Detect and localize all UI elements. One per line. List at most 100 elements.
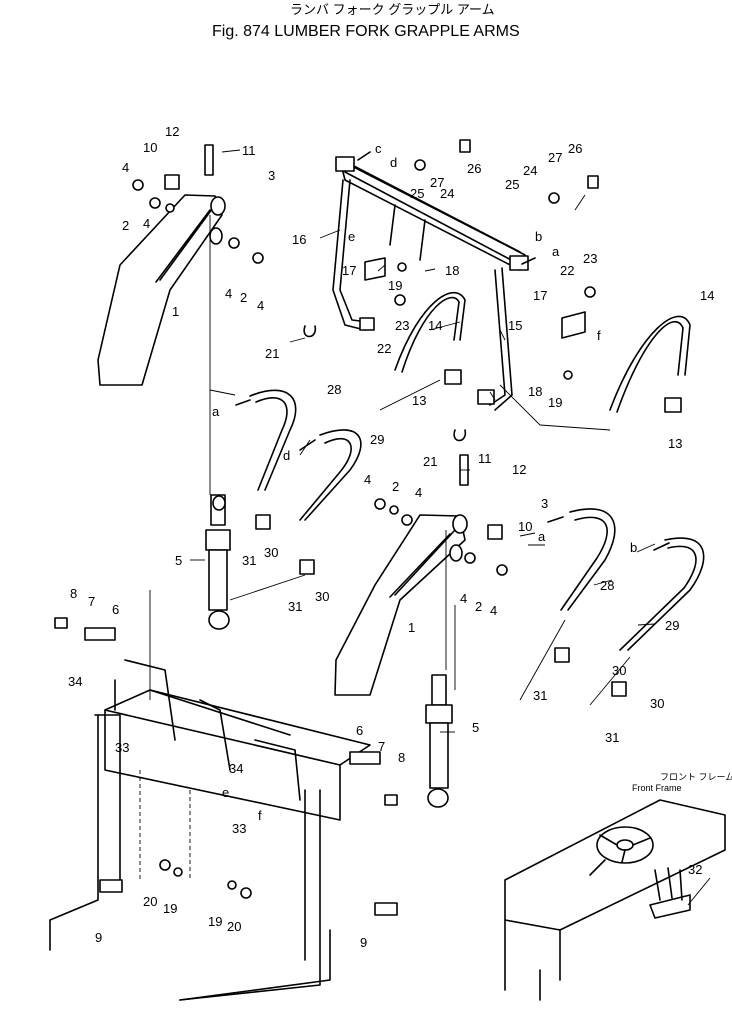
callout: 1 — [408, 620, 415, 635]
figure-title: Fig. 874 LUMBER FORK GRAPPLE ARMS — [212, 23, 520, 40]
callout: 7 — [378, 739, 385, 754]
callout: 4 — [490, 603, 497, 618]
callout: 4 — [225, 286, 232, 301]
callout: d — [390, 155, 397, 170]
callout: 12 — [165, 124, 179, 139]
callout: 22 — [560, 263, 574, 278]
callout: a — [552, 244, 560, 259]
callout: 19 — [163, 901, 177, 916]
callout: 2 — [392, 479, 399, 494]
callout: 19 — [208, 914, 222, 929]
callout: 29 — [370, 432, 384, 447]
callout: 34 — [229, 761, 243, 776]
callout: d — [283, 448, 290, 463]
callout: 31 — [605, 730, 619, 745]
callout: 9 — [95, 930, 102, 945]
callout: 27 — [548, 150, 562, 165]
callout: c — [375, 141, 382, 156]
callout: 10 — [143, 140, 157, 155]
leader-lines — [149, 149, 656, 733]
callout: 13 — [668, 436, 682, 451]
callout: 30 — [612, 663, 626, 678]
callout: b — [535, 229, 542, 244]
callout: 31 — [242, 553, 256, 568]
callout: 19 — [548, 395, 562, 410]
callout: 8 — [398, 750, 405, 765]
callout: 4 — [257, 298, 264, 313]
callout: 30 — [650, 696, 664, 711]
callout: 3 — [541, 496, 548, 511]
callout: 24 — [523, 163, 537, 178]
callout: 2 — [240, 290, 247, 305]
callout: 4 — [143, 216, 150, 231]
right-grapple-arm — [334, 514, 468, 696]
callout: 30 — [264, 545, 278, 560]
callout: 2 — [475, 599, 482, 614]
callout: 15 — [508, 318, 522, 333]
callout: f — [597, 328, 601, 343]
callout: 18 — [528, 384, 542, 399]
callout: 9 — [360, 935, 367, 950]
callout: 31 — [533, 688, 547, 703]
callout: 32 — [688, 862, 702, 877]
callout: a — [538, 529, 546, 544]
callout: 2 — [122, 218, 129, 233]
pins-fasteners — [54, 139, 599, 916]
callout-labels: 12 10 11 4 3 2 4 16 4 2 4 1 c d 26 27 25… — [68, 124, 714, 950]
callout: 20 — [227, 919, 241, 934]
hydraulic-pipe-frame — [332, 156, 529, 411]
connection-arrows — [235, 151, 670, 551]
callout: 21 — [423, 454, 437, 469]
callout: 30 — [315, 589, 329, 604]
callout: 20 — [143, 894, 157, 909]
fork-carriage — [49, 659, 371, 1001]
callout: 26 — [568, 141, 582, 156]
callout: 10 — [518, 519, 532, 534]
callout: 12 — [512, 462, 526, 477]
callout: 22 — [377, 341, 391, 356]
callout: e — [222, 785, 229, 800]
callout: 4 — [415, 485, 422, 500]
callout: 29 — [665, 618, 679, 633]
callout: 11 — [242, 143, 256, 158]
callout: 8 — [70, 586, 77, 601]
callout: 34 — [68, 674, 82, 689]
hydraulic-hoses — [249, 291, 705, 651]
callout: 3 — [268, 168, 275, 183]
inset-label-en: Front Frame — [632, 783, 682, 793]
callout: 5 — [175, 553, 182, 568]
callout: 33 — [115, 740, 129, 755]
callout: 6 — [112, 602, 119, 617]
callout: 28 — [327, 382, 341, 397]
left-hydraulic-cylinder — [205, 215, 231, 630]
callout: 14 — [700, 288, 714, 303]
right-hydraulic-cylinder — [425, 530, 453, 808]
callout: a — [212, 404, 220, 419]
callout: 25 — [410, 186, 424, 201]
callout: 5 — [472, 720, 479, 735]
callout: b — [630, 540, 637, 555]
callout: 16 — [292, 232, 306, 247]
callout: 24 — [440, 186, 454, 201]
inset-label-jp: フロント フレーム — [660, 772, 732, 782]
left-grapple-arm — [97, 194, 226, 386]
fittings — [255, 257, 682, 697]
callout: 28 — [600, 578, 614, 593]
callout: 33 — [232, 821, 246, 836]
callout: 23 — [583, 251, 597, 266]
callout: 17 — [533, 288, 547, 303]
callout: 19 — [388, 278, 402, 293]
callout: 21 — [265, 346, 279, 361]
callout: 14 — [428, 318, 442, 333]
callout: 11 — [478, 451, 492, 466]
callout: e — [348, 229, 355, 244]
callout: 17 — [342, 263, 356, 278]
callout: 7 — [88, 594, 95, 609]
title-japanese: ランバ フォーク グラップル アーム — [290, 2, 495, 17]
front-frame-inset: フロント フレーム Front Frame — [504, 772, 732, 1001]
callout: 6 — [356, 723, 363, 738]
callout: 18 — [445, 263, 459, 278]
callout: 25 — [505, 177, 519, 192]
callout: 27 — [430, 175, 444, 190]
callout: 4 — [364, 472, 371, 487]
